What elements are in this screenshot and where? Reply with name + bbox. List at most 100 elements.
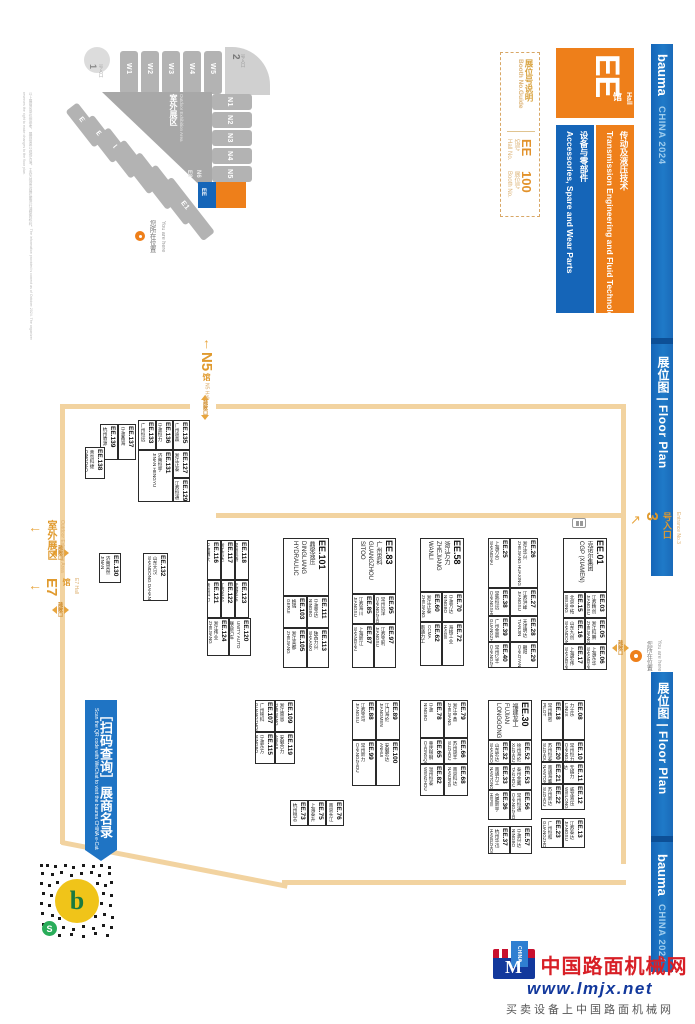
- booth-exhibitor-name: 北京中拓 BEIJING: [563, 595, 575, 614]
- nav-e7-hall[interactable]: ← E7 馆 E7 Hall: [28, 578, 79, 596]
- catalogue-qr-code[interactable]: b S: [38, 862, 116, 940]
- nav-entrance-3[interactable]: ↗ 3 号入口 Entrance No.3: [630, 512, 681, 544]
- nav-outdoor-area[interactable]: ← 室外展区 Outdoor Exhibition Area: [28, 520, 65, 573]
- triangle-right-icon-2: [64, 605, 69, 614]
- booth-number: EE.116: [212, 542, 219, 563]
- catalogue-title: ［扫码查询］展商名录: [98, 708, 113, 838]
- nav-n5-hall[interactable]: ↑ N5 馆 N5 Hall: [198, 336, 215, 400]
- booth-number: EE.117: [226, 542, 233, 563]
- booth-guide-hall-value: EE: [519, 139, 534, 157]
- exhibitor-catalogue-banner[interactable]: ［扫码查询］展商名录 Scan the QR code with WeChat …: [85, 700, 117, 937]
- booth-exhibitor-name: 常熟恒远 CHANGSHU: [488, 591, 500, 616]
- booth-exhibitor-name: 南通海鹰 NANTONG: [541, 765, 553, 784]
- aisle-mid-horizontal: [216, 513, 626, 518]
- booth-exhibitor-name: 浙江中鼎 ZHEJIANG: [446, 703, 458, 726]
